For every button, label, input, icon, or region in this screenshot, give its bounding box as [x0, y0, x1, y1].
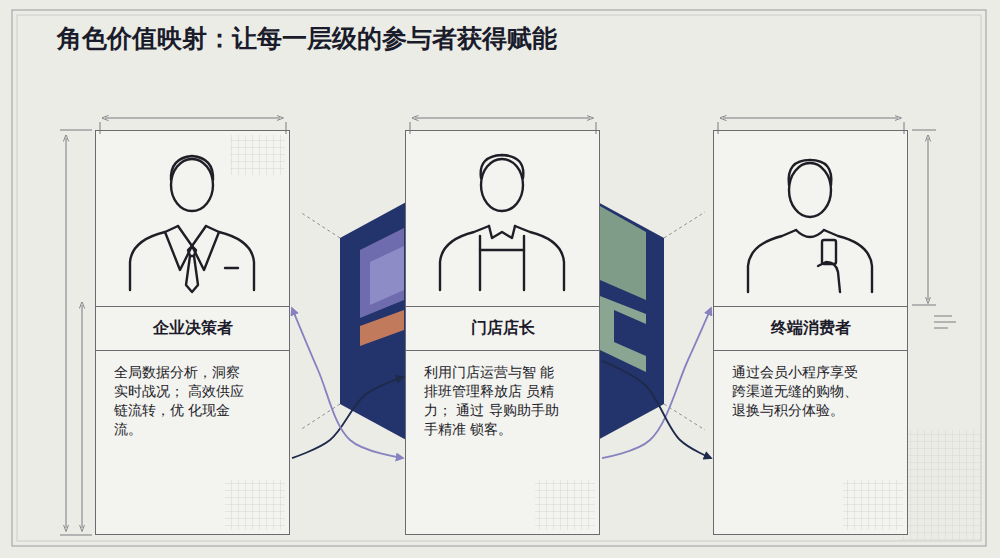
role-name: 企业决策者 — [96, 306, 289, 351]
flow-arrow — [602, 308, 711, 458]
role-description: 利用门店运营与智 能排班管理释放店 员精力； 通过 导购助手助手精准 锁客。 — [406, 351, 574, 439]
role-card: 门店店长利用门店运营与智 能排班管理释放店 员精力； 通过 导购助手助手精准 锁… — [405, 130, 600, 535]
flow-arrow — [292, 308, 403, 458]
flow-arrow — [292, 377, 403, 458]
flow-arrow — [602, 361, 711, 458]
role-card: 企业决策者全局数据分析，洞察 实时战况； 高效供应链流转，优 化现金流。 — [95, 130, 290, 535]
role-name: 门店店长 — [406, 306, 599, 351]
role-card: 终端消费者通过会员小程序享受 跨渠道无缝的购物、 退换与积分体验。 — [713, 130, 908, 535]
role-description: 全局数据分析，洞察 实时战况； 高效供应链流转，优 化现金流。 — [96, 351, 264, 439]
role-name: 终端消费者 — [714, 306, 907, 351]
role-description: 通过会员小程序享受 跨渠道无缝的购物、 退换与积分体验。 — [714, 351, 882, 420]
title: 角色价值映射：让每一层级的参与者获得赋能 — [57, 22, 557, 55]
